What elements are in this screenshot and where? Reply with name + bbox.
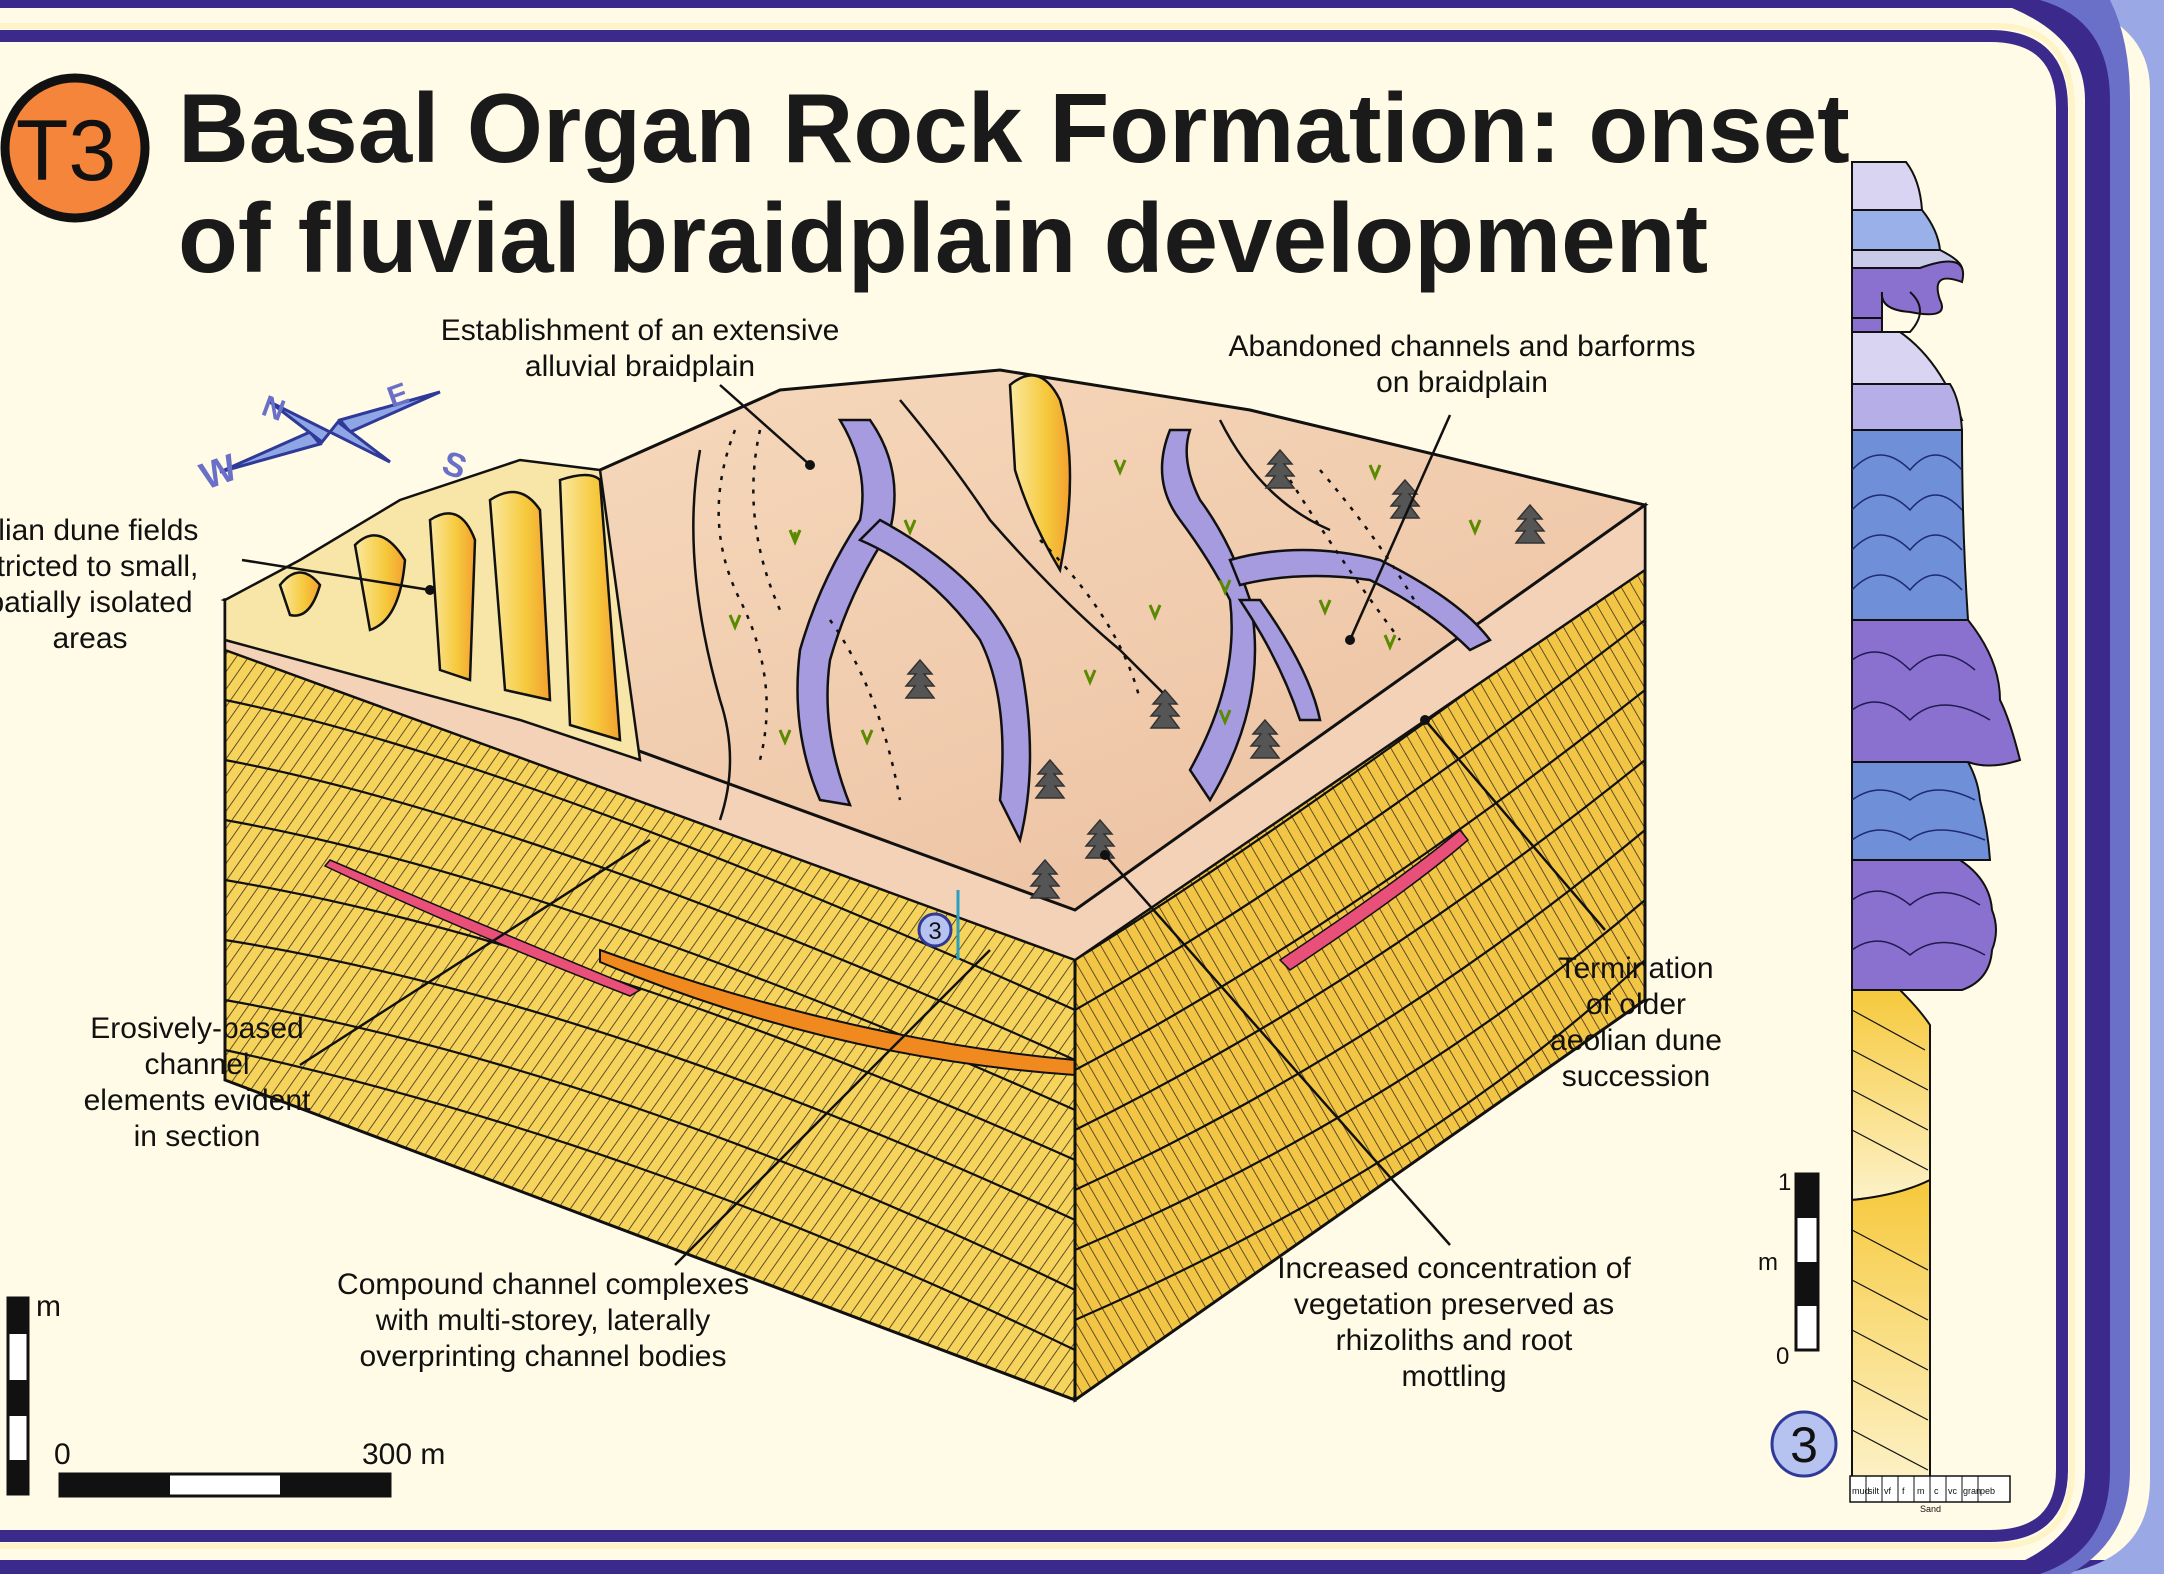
horizontal-scale-end: 300 m: [362, 1438, 445, 1471]
title-line-2: of fluvial braidplain development: [178, 183, 1708, 293]
label-aeolian-2: stricted to small,: [0, 550, 198, 583]
label-aeolian-3: patially isolated: [0, 586, 193, 619]
left-scale-unit: m: [36, 1290, 61, 1323]
grain-group-sand: Sand: [1920, 1504, 1941, 1514]
badge: T3: [5, 78, 145, 218]
log-scale-top: 1: [1778, 1169, 1791, 1196]
log-number: 3: [1790, 1417, 1818, 1473]
label-abandoned-2: on braidplain: [1376, 366, 1548, 399]
label-braidplain-2: alluvial braidplain: [525, 350, 755, 383]
label-termination-4: succession: [1562, 1060, 1710, 1093]
label-compound-3: overprinting channel bodies: [360, 1340, 727, 1373]
label-vegetation-1: Increased concentration of: [1277, 1252, 1631, 1285]
grain-vf: vf: [1884, 1486, 1892, 1496]
title-line-1: Basal Organ Rock Formation: onset: [178, 73, 1850, 183]
log-scale-bottom: 0: [1776, 1343, 1789, 1370]
label-compound-2: with multi-storey, laterally: [375, 1304, 711, 1337]
grain-c: c: [1934, 1486, 1939, 1496]
grain-peb: peb: [1980, 1486, 1995, 1496]
grain-gran: gran: [1963, 1486, 1981, 1496]
badge-text: T3: [16, 103, 116, 199]
label-termination-3: aeolian dune: [1550, 1024, 1722, 1057]
label-compound-1: Compound channel complexes: [337, 1268, 749, 1301]
label-erosive-4: in section: [134, 1120, 261, 1153]
location-marker-number: 3: [928, 918, 941, 945]
label-erosive-2: channel: [144, 1048, 249, 1081]
label-abandoned-1: Abandoned channels and barforms: [1229, 330, 1696, 363]
log-number-badge: 3: [1772, 1412, 1836, 1476]
label-aeolian-1: olian dune fields: [0, 514, 198, 547]
label-vegetation-2: vegetation preserved as: [1294, 1288, 1614, 1321]
grain-vc: vc: [1948, 1486, 1958, 1496]
label-braidplain-1: Establishment of an extensive: [441, 314, 840, 347]
horizontal-scale-start: 0: [54, 1438, 71, 1471]
label-aeolian-4: areas: [52, 622, 127, 655]
grain-m: m: [1917, 1486, 1925, 1496]
label-termination-1: Termination: [1558, 952, 1713, 985]
label-vegetation-3: rhizoliths and root: [1336, 1324, 1573, 1357]
label-erosive-3: elements evident: [84, 1084, 311, 1117]
label-termination-2: of older: [1586, 988, 1686, 1021]
label-erosive-1: Erosively-based: [90, 1012, 303, 1045]
grain-silt: silt: [1868, 1486, 1879, 1496]
log-scale-unit: m: [1758, 1249, 1778, 1276]
grain-mud: mud: [1852, 1486, 1870, 1496]
label-vegetation-4: mottling: [1401, 1360, 1506, 1393]
label-compound: Compound channel complexes with multi-st…: [337, 1268, 749, 1373]
